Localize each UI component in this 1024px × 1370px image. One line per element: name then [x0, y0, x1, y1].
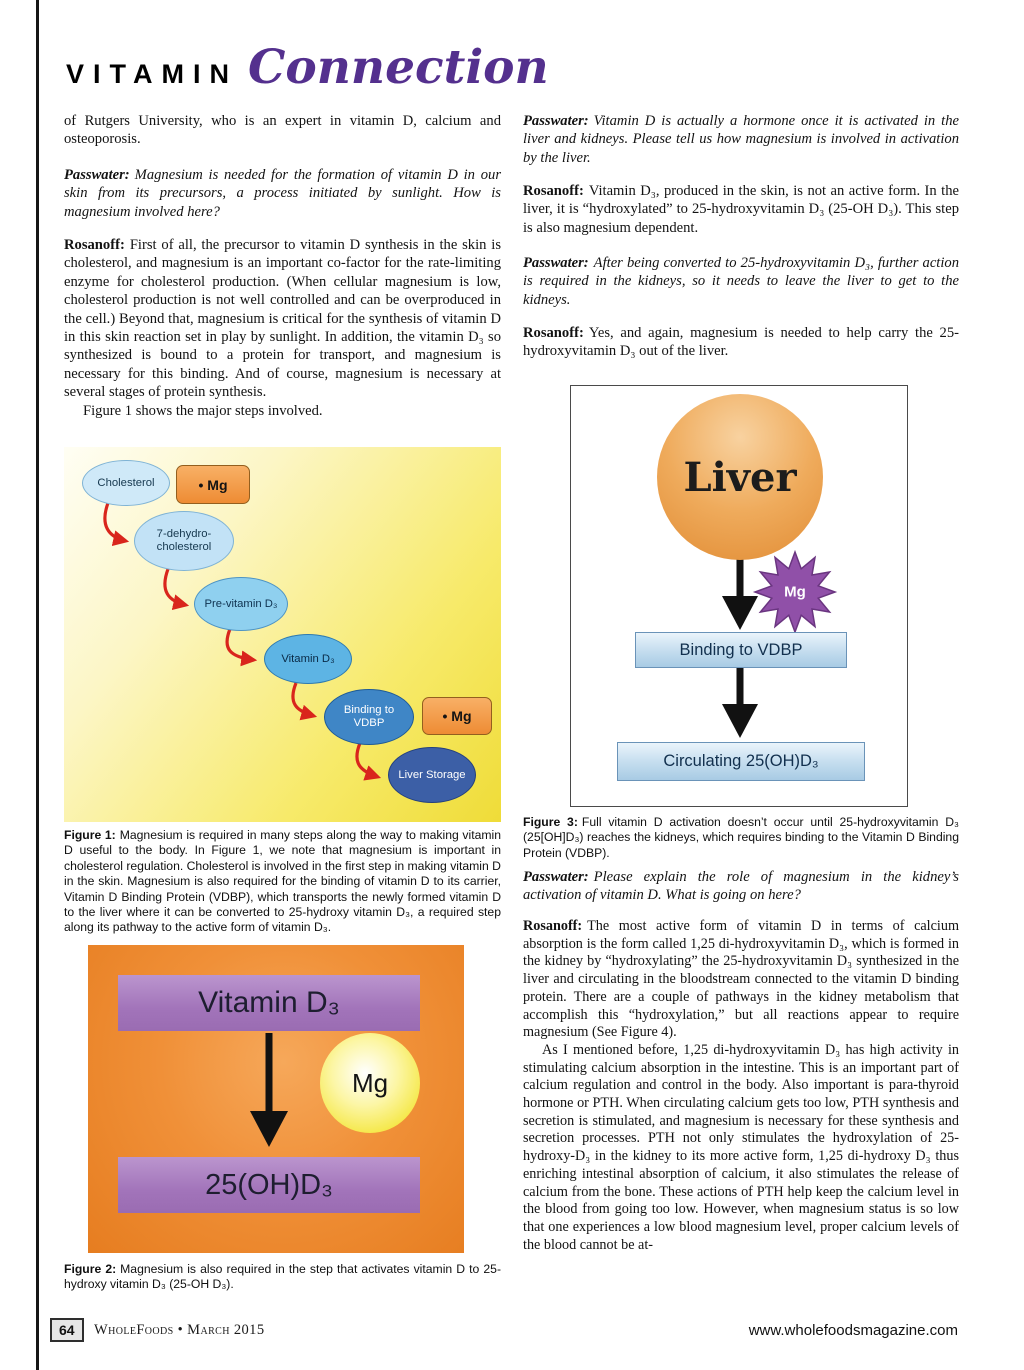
node-binding-vdbp: Binding to VDBP [324, 689, 414, 745]
speaker-label: Rosanoff: [523, 918, 583, 934]
speaker-label: Rosanoff: [523, 325, 584, 341]
figure-1-caption-text: Magnesium is required in many steps alon… [64, 828, 501, 935]
page-number-box: 64 [50, 1318, 84, 1342]
masthead: VITAMIN Connection [66, 40, 549, 95]
node-cholesterol: Cholesterol [82, 460, 170, 506]
website-url: www.wholefoodsmagazine.com [748, 1322, 958, 1339]
speaker-label: Passwater: [523, 113, 589, 129]
intro-paragraph: of Rutgers University, who is an expert … [64, 113, 501, 148]
arrow-head [722, 704, 758, 738]
red-arrow [225, 628, 258, 667]
speaker-label: Passwater: [523, 869, 589, 885]
speaker-label: Passwater: [523, 255, 589, 271]
25ohd3-box: 25(OH)D₃ [118, 1157, 420, 1213]
page-edge-rule [36, 0, 39, 1370]
node-7-dehydrocholesterol: 7-dehydro-cholesterol [134, 511, 234, 571]
node-previtamin-d3: Pre-vitamin D₃ [194, 577, 288, 631]
question-paragraph: Passwater:After being converted to 25-hy… [523, 254, 959, 309]
mg-cofactor-box: • Mg [176, 465, 250, 504]
node-vitamin-d3: Vitamin D₃ [264, 634, 352, 684]
figure-1-caption-label: Figure 1: [64, 828, 116, 842]
answer-paragraph: Rosanoff:The most active form of vitamin… [523, 918, 959, 1254]
arrow-head [250, 1111, 288, 1147]
red-arrow [291, 682, 318, 721]
figure-2-caption: Figure 2:Magnesium is also required in t… [64, 1262, 501, 1293]
liver-circle: Liver [657, 394, 823, 560]
binding-vdbp-box: Binding to VDBP [635, 632, 847, 668]
speaker-label: Rosanoff: [523, 183, 584, 199]
figure-3-caption-text: Full vitamin D activation doesn’t occur … [523, 815, 959, 860]
question-paragraph: Passwater:Vitamin D is actually a hormon… [523, 112, 959, 167]
figure-2-caption-text: Magnesium is also required in the step t… [64, 1262, 501, 1292]
question-text: Please explain the role of magnesium in … [523, 869, 959, 904]
red-arrow [355, 742, 382, 781]
answer-paragraph: Rosanoff:First of all, the precursor to … [64, 236, 501, 420]
figure-1-caption: Figure 1:Magnesium is required in many s… [64, 828, 501, 936]
script-title: Connection [248, 40, 549, 95]
question-paragraph: Passwater:Please explain the role of mag… [523, 868, 959, 905]
answer-text: The most active form of vitamin D in ter… [523, 918, 959, 1041]
arrow-head [722, 596, 758, 630]
answer-text: Yes, and again, magnesium is needed to h… [523, 325, 959, 360]
answer-text: Vitamin D₃, produced in the skin, is not… [523, 183, 959, 236]
vitamin-d3-box: Vitamin D₃ [118, 975, 420, 1031]
section-title: VITAMIN [66, 59, 238, 89]
magazine-name-date: WholeFoods • March 2015 [94, 1322, 265, 1338]
speaker-label: Passwater: [64, 167, 130, 183]
answer-text: First of all, the precursor to vitamin D… [64, 237, 501, 401]
question-text: After being converted to 25-hydroxyvitam… [523, 255, 959, 308]
figure-1-pathway-diagram: Cholesterol • Mg 7-dehydro-cholesterol P… [64, 447, 501, 822]
red-arrow [163, 568, 190, 611]
node-liver-storage: Liver Storage [388, 747, 476, 803]
figure-2-caption-label: Figure 2: [64, 1262, 117, 1276]
answer-text-continued: As I mentioned before, 1,25 di-hydroxyvi… [523, 1041, 959, 1253]
answer-paragraph: Rosanoff:Yes, and again, magnesium is ne… [523, 324, 959, 361]
circulating-25ohd3-box: Circulating 25(OH)D₃ [617, 742, 865, 781]
figure-2-activation-diagram: Vitamin D₃ Mg 25(OH)D₃ [88, 945, 464, 1253]
mg-cofactor-box: • Mg [422, 697, 492, 735]
question-text: Magnesium is needed for the formation of… [64, 167, 501, 220]
speaker-label: Rosanoff: [64, 237, 125, 253]
red-arrow [103, 502, 130, 547]
mg-circle: Mg [320, 1033, 420, 1133]
figure-3-caption-label: Figure 3: [523, 815, 578, 829]
answer-note: Figure 1 shows the major steps involved. [83, 402, 323, 419]
question-text: Vitamin D is actually a hormone once it … [523, 113, 959, 166]
question-paragraph: Passwater:Magnesium is needed for the fo… [64, 166, 501, 221]
mg-starburst-label: Mg [784, 584, 806, 601]
mg-starburst [752, 549, 838, 635]
figure-3-caption: Figure 3:Full vitamin D activation doesn… [523, 815, 959, 861]
answer-paragraph: Rosanoff:Vitamin D₃, produced in the ski… [523, 182, 959, 237]
figure-3-liver-diagram: Mg Liver Binding to VDBP Circulating 25(… [570, 385, 908, 807]
